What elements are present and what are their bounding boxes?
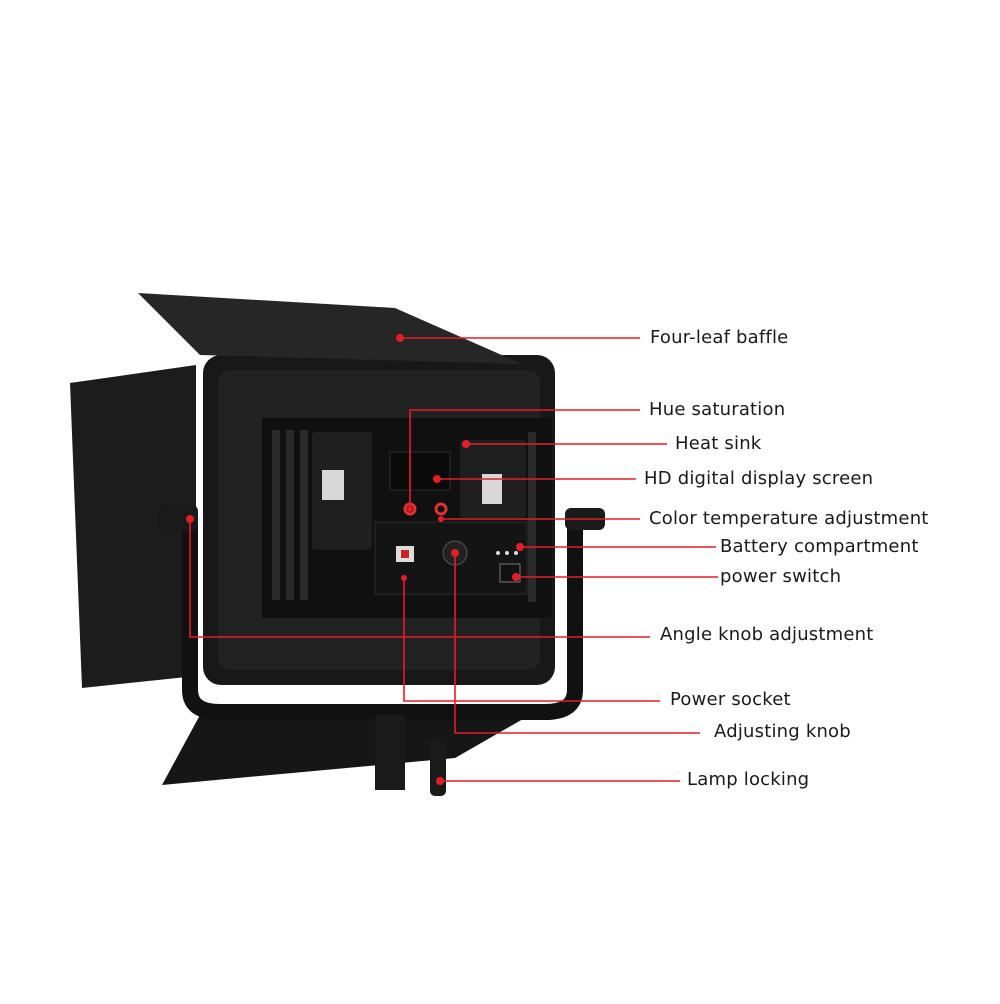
left-barn-door [70,365,196,688]
dc-socket-inner [401,550,409,558]
callout-leaders [186,334,718,785]
label-four-leaf-baffle: Four-leaf baffle [650,327,789,348]
indicator-light-1 [496,551,500,555]
mount-spigot [375,715,405,790]
label-power-socket: Power socket [670,689,791,710]
dot-hue-saturation [407,506,413,512]
dot-color-temperature [438,516,444,522]
left-handle [158,505,198,531]
battery-label-left [322,470,344,500]
dot-four-leaf-baffle [396,334,404,342]
indicator-light-3 [514,551,518,555]
label-heat-sink: Heat sink [675,433,762,454]
label-power-switch: power switch [720,566,842,587]
leader-hue-saturation [409,409,640,509]
cct-knob [434,502,448,516]
label-angle-knob: Angle knob adjustment [660,624,874,645]
leader-adjusting-knob [454,553,700,734]
label-battery-compartment: Battery compartment [720,536,919,557]
heat-sink-fins [272,430,536,602]
lock-handle [430,738,446,796]
display-screen [389,451,451,491]
label-adjusting-knob: Adjusting knob [714,721,851,742]
dot-adjusting-knob [451,549,459,557]
dot-angle-knob [186,515,194,523]
dot-heat-sink [462,440,470,448]
battery-label-right [482,474,502,504]
label-display-screen: HD digital display screen [644,468,874,489]
leader-angle-knob [189,519,650,638]
label-hue-saturation: Hue saturation [649,399,786,420]
dot-battery-compartment [516,543,524,551]
indicator-light-2 [505,551,509,555]
label-color-temperature: Color temperature adjustment [649,508,929,529]
yoke-bracket [182,515,583,720]
bottom-barn-door [162,715,530,785]
label-lamp-locking: Lamp locking [687,769,810,790]
leader-power-socket [403,578,660,702]
dot-power-switch [512,573,520,581]
dot-power-socket [401,575,407,581]
dot-display-screen [433,475,441,483]
top-barn-door [138,293,522,364]
dot-lamp-locking [436,777,444,785]
